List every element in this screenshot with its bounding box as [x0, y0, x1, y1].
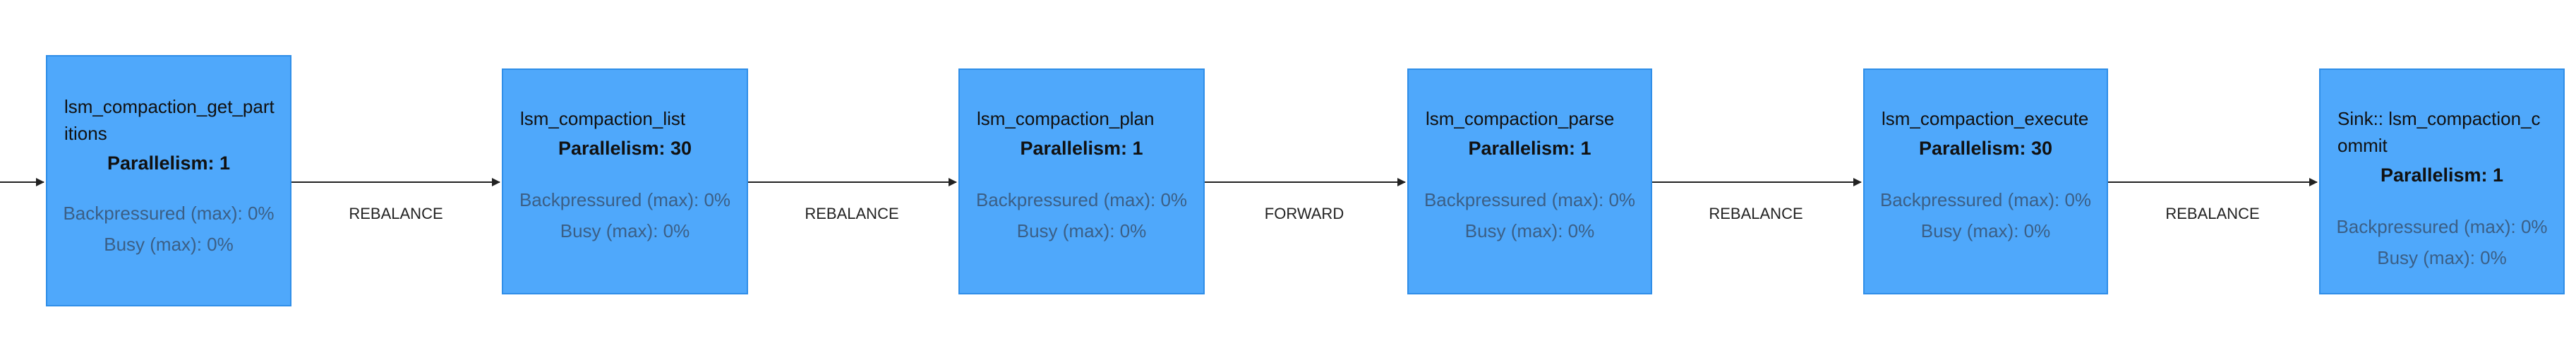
operator-name: lsm_compaction_execute [1882, 108, 2089, 129]
busy-metric: Busy (max): 0% [1016, 220, 1147, 241]
operator-name: Sink:: lsm_compaction_commit [2337, 108, 2541, 156]
edge-label: REBALANCE [2165, 205, 2260, 222]
backpressured-metric: Backpressured (max): 0% [1879, 189, 2092, 210]
operator-node[interactable]: lsm_compaction_plan Parallelism: 1 Backp… [958, 68, 1205, 294]
busy-metric: Busy (max): 0% [1464, 220, 1595, 241]
backpressured-metric: Backpressured (max): 0% [975, 189, 1188, 210]
backpressured-metric: Backpressured (max): 0% [63, 203, 275, 224]
operator-parallelism: Parallelism: 1 [1468, 138, 1591, 159]
operator-node[interactable]: Sink:: lsm_compaction_commit Parallelism… [2319, 68, 2565, 294]
operator-parallelism: Parallelism: 30 [558, 138, 692, 159]
busy-metric: Busy (max): 0% [104, 234, 234, 255]
edge-label: REBALANCE [805, 205, 899, 222]
busy-metric: Busy (max): 0% [1920, 220, 2051, 241]
operator-name: lsm_compaction_parse [1426, 108, 1615, 129]
operator-name: lsm_compaction_list [520, 108, 686, 129]
backpressured-metric: Backpressured (max): 0% [519, 189, 731, 210]
operator-parallelism: Parallelism: 1 [2380, 164, 2504, 186]
operator-node[interactable]: lsm_compaction_parse Parallelism: 1 Back… [1407, 68, 1652, 294]
backpressured-metric: Backpressured (max): 0% [2336, 216, 2548, 237]
operator-node[interactable]: lsm_compaction_get_partitions Parallelis… [46, 55, 291, 306]
busy-metric: Busy (max): 0% [560, 220, 690, 241]
operator-name: lsm_compaction_plan [977, 108, 1155, 129]
edge-label: FORWARD [1264, 205, 1344, 222]
operator-name: lsm_compaction_get_partitions [64, 96, 275, 144]
operator-parallelism: Parallelism: 1 [1020, 138, 1143, 159]
operator-parallelism: Parallelism: 1 [107, 152, 231, 174]
edge-label: REBALANCE [1709, 205, 1803, 222]
operator-node[interactable]: lsm_compaction_execute Parallelism: 30 B… [1863, 68, 2108, 294]
operator-node[interactable]: lsm_compaction_list Parallelism: 30 Back… [502, 68, 748, 294]
edge-label: REBALANCE [349, 205, 443, 222]
operator-parallelism: Parallelism: 30 [1918, 138, 2053, 159]
backpressured-metric: Backpressured (max): 0% [1424, 189, 1636, 210]
busy-metric: Busy (max): 0% [2377, 247, 2507, 268]
